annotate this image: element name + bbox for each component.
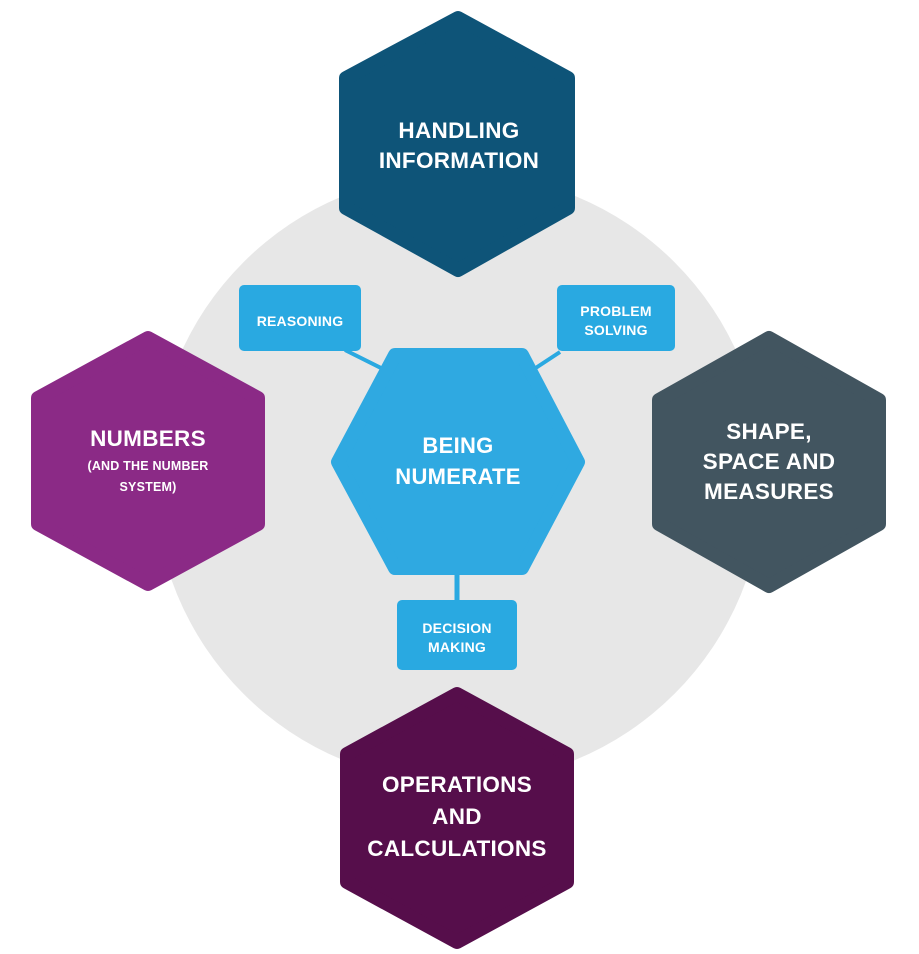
hexagon-being-numerate: BEING NUMERATE xyxy=(331,348,585,575)
skill-box-decision-making: DECISION MAKING xyxy=(397,600,517,670)
hexagon-numbers-sub-1: (AND THE NUMBER xyxy=(87,459,208,473)
hexagon-shape-space-measures-shape xyxy=(652,331,886,593)
skill-box-problem-solving-line-2: SOLVING xyxy=(584,322,647,338)
hexagon-numbers-line-1: NUMBERS xyxy=(90,426,206,451)
hexagon-handling-information-shape xyxy=(339,11,575,277)
hexagon-operations-calculations: OPERATIONS AND CALCULATIONS xyxy=(340,687,574,949)
skill-box-problem-solving-line-1: PROBLEM xyxy=(580,303,651,319)
hexagon-numbers-sub-2: SYSTEM) xyxy=(120,480,177,494)
skill-box-reasoning-shape xyxy=(239,285,361,351)
hexagon-operations-calculations-line-1: OPERATIONS xyxy=(382,772,532,797)
hexagon-numbers: NUMBERS (AND THE NUMBER SYSTEM) xyxy=(31,331,265,591)
hexagon-shape-space-measures-line-1: SHAPE, xyxy=(726,419,812,444)
hexagon-being-numerate-shape xyxy=(331,348,585,575)
hexagon-handling-information-line-1: HANDLING xyxy=(398,118,519,143)
hexagon-operations-calculations-shape xyxy=(340,687,574,949)
skill-box-decision-making-line-2: MAKING xyxy=(428,639,486,655)
skill-box-problem-solving: PROBLEM SOLVING xyxy=(557,285,675,351)
hexagon-operations-calculations-line-2: AND xyxy=(432,804,482,829)
hexagon-shape-space-measures-line-2: SPACE AND xyxy=(703,449,836,474)
skill-box-reasoning: REASONING xyxy=(239,285,361,351)
skill-box-decision-making-shape xyxy=(397,600,517,670)
hexagon-being-numerate-line-2: NUMERATE xyxy=(395,464,520,489)
hexagon-shape-space-measures: SHAPE, SPACE AND MEASURES xyxy=(652,331,886,593)
skill-box-decision-making-line-1: DECISION xyxy=(422,620,491,636)
hexagon-numbers-shape xyxy=(31,331,265,591)
hexagon-handling-information: HANDLING INFORMATION xyxy=(339,11,575,277)
skill-box-problem-solving-shape xyxy=(557,285,675,351)
skill-box-reasoning-label: REASONING xyxy=(257,313,344,329)
hexagon-handling-information-line-2: INFORMATION xyxy=(379,148,539,173)
hexagon-being-numerate-line-1: BEING xyxy=(422,433,493,458)
hexagon-operations-calculations-line-3: CALCULATIONS xyxy=(367,836,546,861)
hexagon-shape-space-measures-line-3: MEASURES xyxy=(704,479,834,504)
